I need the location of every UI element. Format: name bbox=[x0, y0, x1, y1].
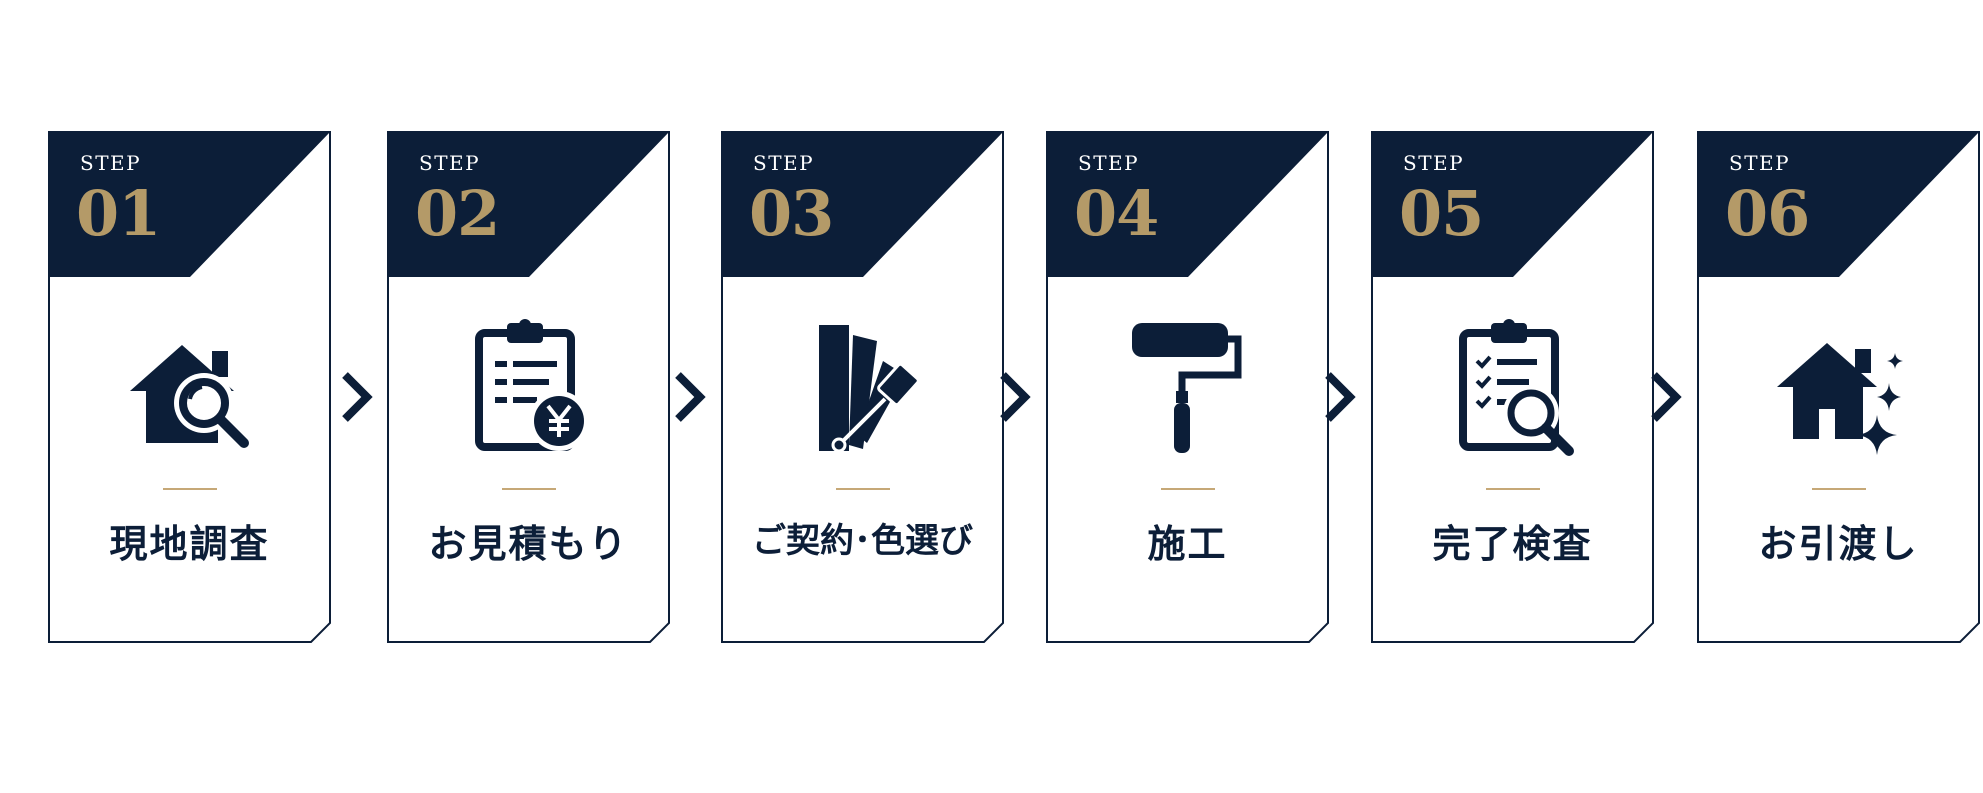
step-number: 05 bbox=[1399, 177, 1484, 250]
step-label: STEP bbox=[80, 151, 142, 175]
checklist-magnifier-icon bbox=[1443, 317, 1583, 457]
step-title: 完了検査 bbox=[1432, 521, 1593, 566]
title-rule bbox=[162, 488, 217, 490]
house-magnifier-icon bbox=[120, 317, 260, 457]
step-card-01: STEP 01 現地調査 bbox=[48, 131, 331, 643]
step-number: 03 bbox=[749, 177, 834, 250]
step-label: STEP bbox=[1403, 151, 1465, 175]
title-rule bbox=[835, 488, 890, 490]
step-number: 04 bbox=[1074, 177, 1159, 250]
title-rule bbox=[1160, 488, 1215, 490]
step-title: 現地調査 bbox=[109, 521, 270, 566]
step-label: STEP bbox=[1729, 151, 1791, 175]
paint-roller-icon bbox=[1118, 317, 1258, 457]
step-card-04: STEP 04 施工 bbox=[1046, 131, 1329, 643]
card-frame bbox=[387, 131, 670, 643]
card-frame bbox=[1046, 131, 1329, 643]
step-card-06: STEP 06 お引渡し bbox=[1697, 131, 1980, 643]
house-sparkle-icon bbox=[1769, 317, 1909, 457]
step-card-05: STEP 05 完了検査 bbox=[1371, 131, 1654, 643]
step-label: STEP bbox=[419, 151, 481, 175]
step-number: 02 bbox=[415, 177, 500, 250]
chevron-right-icon bbox=[668, 369, 712, 425]
chevron-right-icon bbox=[1318, 369, 1362, 425]
color-swatch-brush-icon bbox=[793, 317, 933, 457]
clipboard-yen-icon bbox=[459, 317, 599, 457]
step-label: STEP bbox=[1078, 151, 1140, 175]
step-label: STEP bbox=[753, 151, 815, 175]
step-card-02: STEP 02 お見積もり bbox=[387, 131, 670, 643]
step-title: お引渡し bbox=[1758, 521, 1919, 566]
step-number: 01 bbox=[76, 177, 161, 250]
step-title: お見積もり bbox=[428, 521, 629, 566]
title-rule bbox=[1811, 488, 1866, 490]
chevron-right-icon bbox=[335, 369, 379, 425]
step-title: 施工 bbox=[1147, 521, 1228, 566]
step-title: ご契約･色選び bbox=[752, 521, 973, 561]
chevron-right-icon bbox=[993, 369, 1037, 425]
chevron-right-icon bbox=[1644, 369, 1688, 425]
title-rule bbox=[1485, 488, 1540, 490]
card-frame bbox=[1371, 131, 1654, 643]
step-card-03: STEP 03 ご契約･色選び bbox=[721, 131, 1004, 643]
title-rule bbox=[501, 488, 556, 490]
step-number: 06 bbox=[1725, 177, 1810, 250]
